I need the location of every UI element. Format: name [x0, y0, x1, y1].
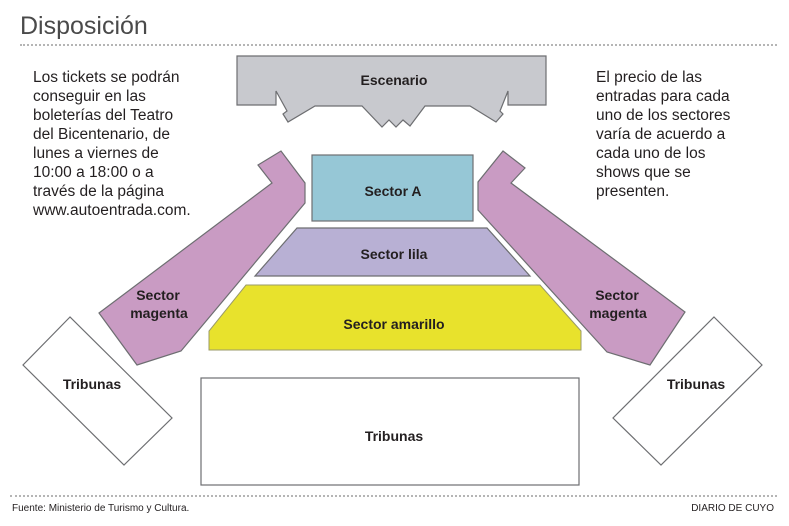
sector-a[interactable]: Sector A [311, 154, 474, 222]
sector-magenta-left-shape [98, 150, 306, 366]
tribuna-right[interactable]: Tribunas [612, 316, 763, 466]
header-divider [20, 44, 777, 46]
price-info-text: El precio de las entradas para cada uno … [596, 69, 731, 200]
sector-magenta-right[interactable]: Sector magenta [477, 150, 686, 366]
sector-a-label: Sector A [364, 183, 421, 199]
sector-lila[interactable]: Sector lila [253, 227, 532, 277]
sector-magenta-right-shape [477, 150, 686, 366]
stage-shape [236, 55, 547, 128]
sector-lila-label: Sector lila [361, 246, 428, 262]
tribuna-left-shape [22, 316, 173, 466]
tickets-info-text: Los tickets se podrán conseguir en las b… [33, 69, 191, 219]
tribuna-center-shape [200, 377, 580, 486]
tribuna-left-label: Tribunas [63, 376, 122, 392]
sector-lila-shape [253, 227, 532, 277]
tribuna-center[interactable]: Tribunas [200, 377, 580, 486]
sector-amarillo[interactable]: Sector amarillo [208, 284, 582, 351]
tribuna-right-label: Tribunas [667, 376, 726, 392]
footer-divider [10, 495, 777, 497]
source-note: Fuente: Ministerio de Turismo y Cultura. [12, 503, 190, 514]
tribuna-left[interactable]: Tribunas [22, 316, 173, 466]
page-title: Disposición [20, 12, 148, 40]
sector-magenta-left[interactable]: Sector magenta [98, 150, 306, 366]
sector-magenta-right-label-2: magenta [589, 305, 647, 321]
sector-magenta-right-label-1: Sector [595, 287, 639, 303]
sector-amarillo-label: Sector amarillo [343, 316, 444, 332]
stage[interactable]: Escenario [236, 55, 547, 128]
sector-magenta-left-label-2: magenta [130, 305, 188, 321]
publisher-credit: DIARIO DE CUYO [691, 503, 774, 514]
stage-label: Escenario [361, 72, 428, 88]
tribuna-right-shape [612, 316, 763, 466]
sector-a-shape [311, 154, 474, 222]
sector-amarillo-shape [208, 284, 582, 351]
sector-magenta-left-label-1: Sector [136, 287, 180, 303]
tribuna-center-label: Tribunas [365, 428, 424, 444]
